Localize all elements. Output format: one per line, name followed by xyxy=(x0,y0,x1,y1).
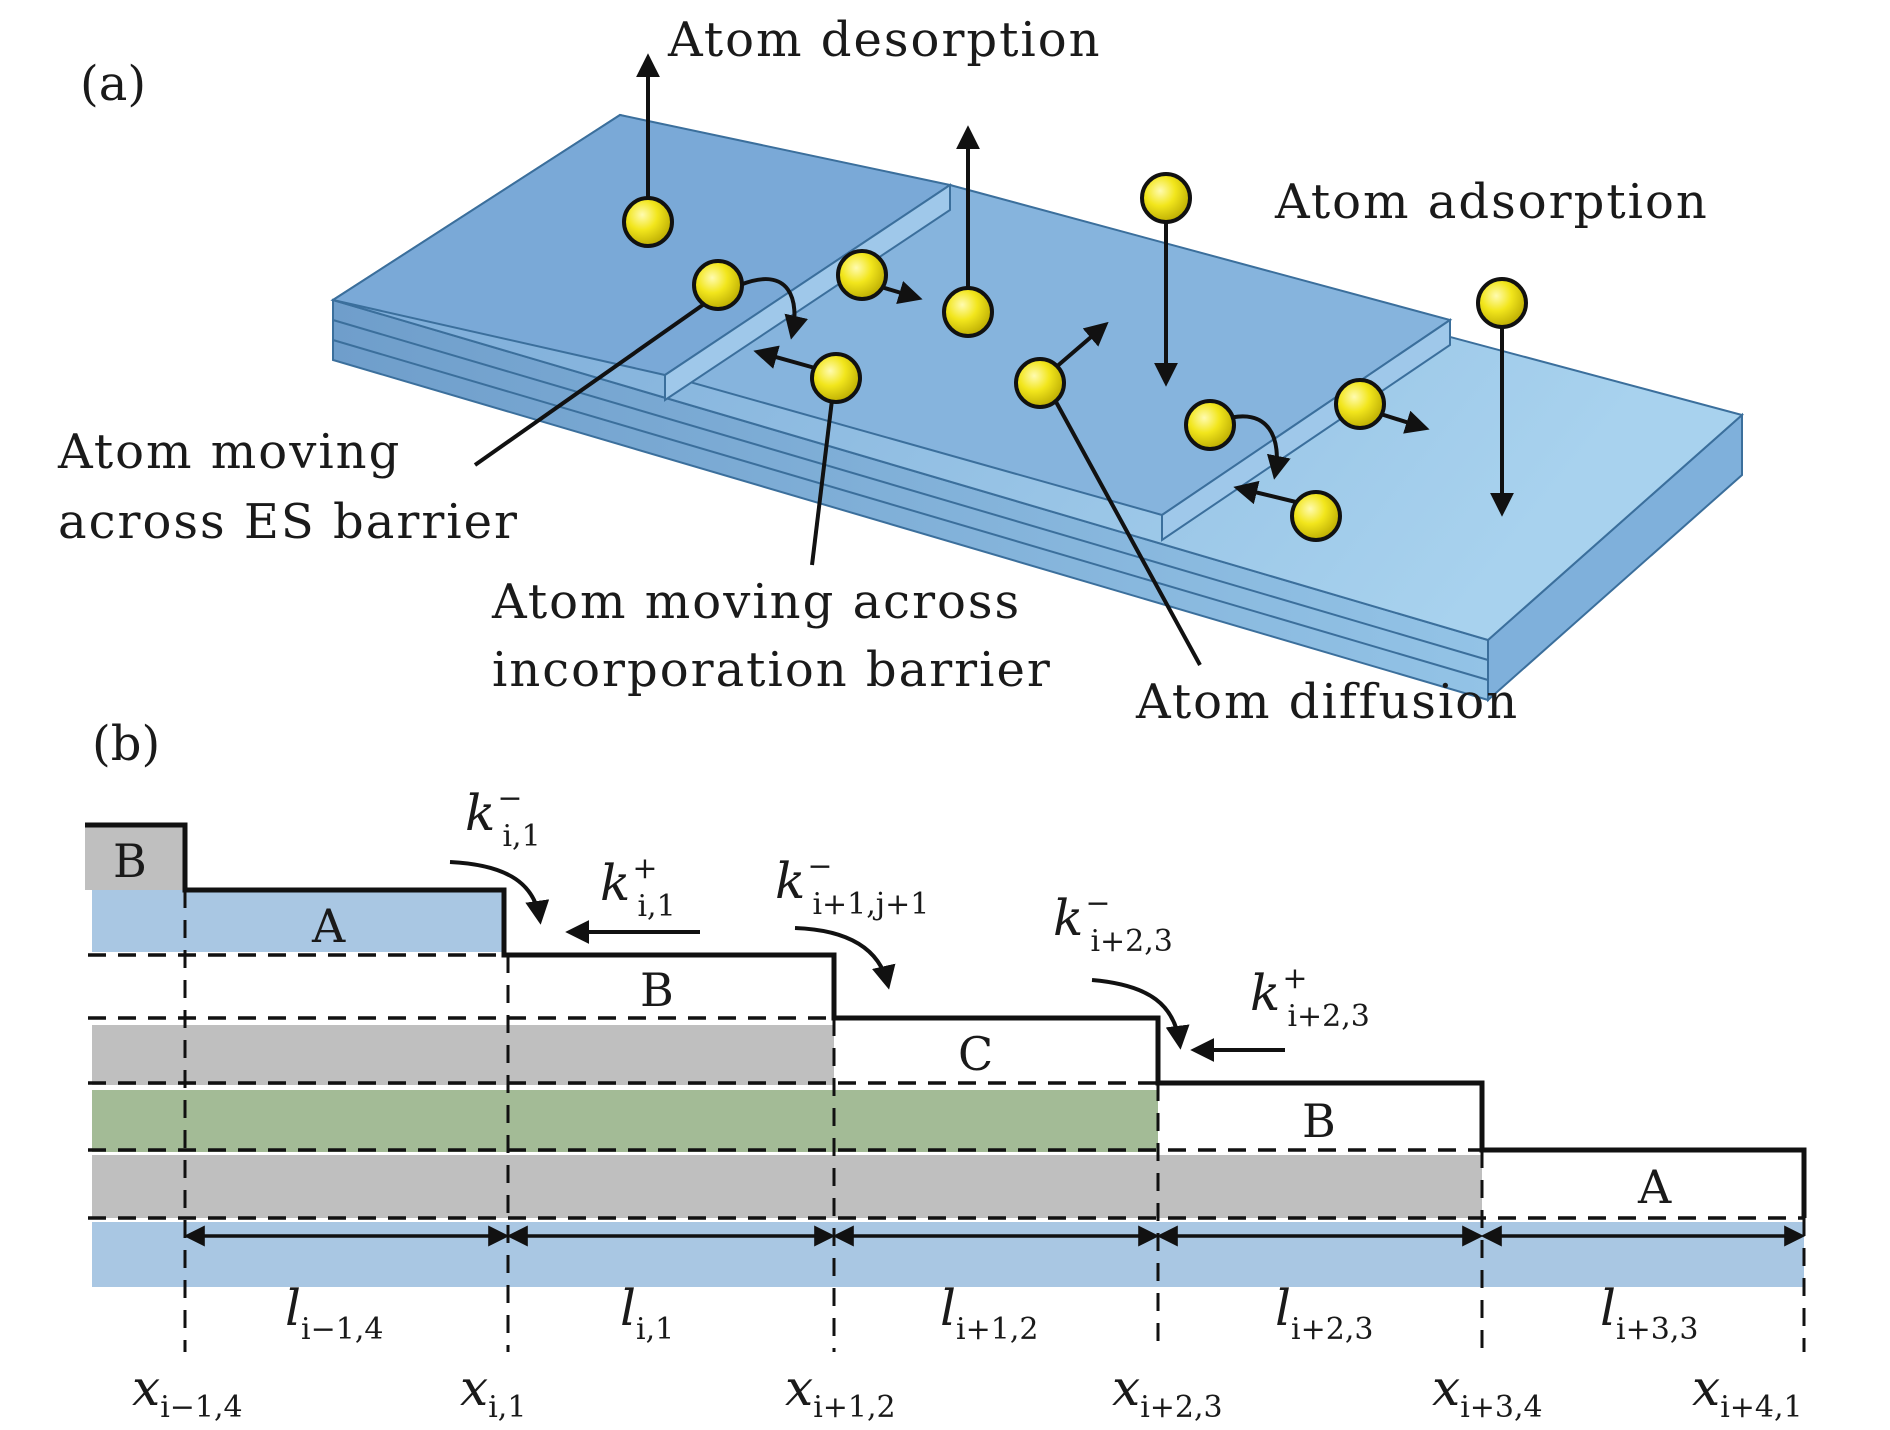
atom-edge-1 xyxy=(836,249,888,301)
panel-b-label: (b) xyxy=(92,716,160,772)
band-gray-2 xyxy=(92,1155,1482,1218)
atom-es-2 xyxy=(1184,399,1236,451)
rate-k-plus-i1: k+i,1 xyxy=(600,851,676,924)
label-desorption: Atom desorption xyxy=(667,12,1102,68)
leader-incorporation xyxy=(810,399,834,566)
segment-A-1: A xyxy=(311,899,346,953)
length-l-2: li+1,2 xyxy=(940,1279,1038,1347)
segment-B-1: B xyxy=(640,963,674,1017)
es-curved-arrow-1 xyxy=(739,277,808,340)
segment-B-2: B xyxy=(1302,1094,1336,1148)
position-x-2: xi+1,2 xyxy=(785,1359,896,1425)
atom-adsorbing-1 xyxy=(1140,172,1192,224)
label-es-line2: across ES barrier xyxy=(58,494,519,550)
segment-A-2: A xyxy=(1637,1160,1672,1214)
label-incorp-line2: incorporation barrier xyxy=(492,642,1052,698)
segment-B-top: B xyxy=(113,834,147,888)
diffusion-arrow xyxy=(1053,321,1109,370)
atom-incorporation-1 xyxy=(810,352,862,404)
band-blue-top xyxy=(92,890,504,952)
atom-desorbing-1 xyxy=(622,196,674,248)
incorporation-arrow-2 xyxy=(1233,480,1301,505)
atom-desorbing-2 xyxy=(942,286,994,338)
length-l-4: li+3,3 xyxy=(1600,1279,1698,1347)
length-l-1: li,1 xyxy=(620,1279,674,1347)
length-l-0: li−1,4 xyxy=(285,1279,383,1347)
label-diffusion: Atom diffusion xyxy=(1135,674,1519,730)
band-gray-corner xyxy=(85,825,185,890)
panel-a-label: (a) xyxy=(80,56,146,112)
label-adsorption: Atom adsorption xyxy=(1274,174,1709,230)
leader-es xyxy=(473,293,719,467)
rate-k-minus-i1j1: k−i+1,j+1 xyxy=(775,849,929,922)
position-x-5: xi+4,1 xyxy=(1692,1359,1803,1425)
position-x-3: xi+2,3 xyxy=(1112,1359,1223,1425)
length-l-3: li+2,3 xyxy=(1275,1279,1373,1347)
position-x-0: xi−1,4 xyxy=(132,1359,243,1425)
atom-incorporation-2 xyxy=(1290,490,1342,542)
band-green xyxy=(92,1090,1158,1152)
atom-adsorbing-2 xyxy=(1476,277,1528,329)
leader-diffusion xyxy=(1053,399,1202,666)
label-incorp-line1: Atom moving across xyxy=(491,574,1021,630)
es-curved-arrow-2 xyxy=(1221,414,1291,480)
layer-dashes xyxy=(88,953,1804,1220)
rate-k-minus-i23: k−i+2,3 xyxy=(1053,886,1173,959)
atom-es-1 xyxy=(692,259,744,311)
rate-k-minus-i1: k−i,1 xyxy=(465,781,541,854)
rate-k-plus-i23: k+i+2,3 xyxy=(1250,961,1370,1034)
position-x-4: xi+3,4 xyxy=(1432,1359,1543,1425)
band-blue-bottom xyxy=(92,1222,1804,1287)
position-x-1: xi,1 xyxy=(460,1359,526,1425)
step-edge-1 xyxy=(664,183,951,402)
atoms xyxy=(622,172,1528,542)
position-dashes xyxy=(183,890,1806,1352)
panel-a: (a) xyxy=(57,12,1745,730)
rate-arrow-k-minus-i1j1 xyxy=(794,926,896,990)
atom-diffusing xyxy=(1014,357,1066,409)
segment-C: C xyxy=(958,1027,993,1081)
atom-edge-2 xyxy=(1334,378,1386,430)
panel-b: (b) B A B C B A xyxy=(85,716,1807,1425)
rate-arrow-k-minus-i1 xyxy=(449,860,550,925)
rate-arrow-k-minus-i23 xyxy=(1091,978,1190,1050)
step-profile xyxy=(85,822,1807,1218)
band-gray-1 xyxy=(92,1025,834,1085)
incorporation-arrow-1 xyxy=(753,345,816,370)
label-es-line1: Atom moving xyxy=(57,424,401,480)
